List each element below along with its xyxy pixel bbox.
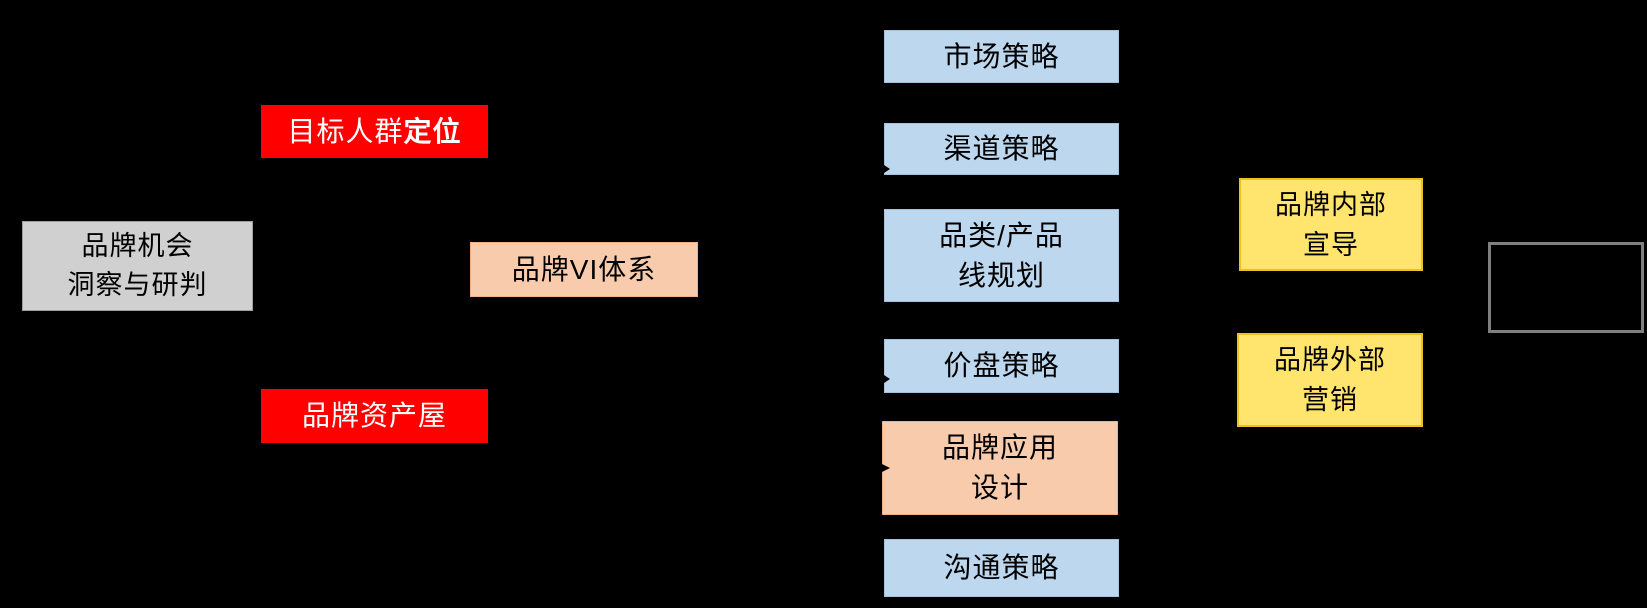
connector-arrowhead-icon [881, 373, 890, 385]
node-brand-opportunity-insight: 品牌机会 洞察与研判 [22, 221, 253, 311]
node-label-line: 品类/产品 [939, 219, 1064, 251]
node-label-line: 品牌外部 [1274, 345, 1386, 375]
node-label-line: 宣导 [1303, 229, 1359, 260]
node-label-line: 洞察与研判 [67, 270, 208, 300]
node-empty-placeholder [1488, 242, 1644, 333]
node-channel-strategy: 渠道策略 [884, 123, 1119, 175]
node-target-audience-positioning: 目标人群定位 [261, 105, 488, 158]
node-label-bold: 定位 [403, 115, 462, 147]
node-label-regular: 目标人群 [287, 115, 404, 147]
node-price-strategy: 价盘策略 [884, 339, 1119, 393]
node-brand-internal-advocacy: 品牌内部 宣导 [1239, 178, 1423, 271]
node-label: 价盘策略 [943, 350, 1060, 381]
node-label-line: 设计 [970, 472, 1029, 503]
node-brand-asset-house: 品牌资产屋 [261, 389, 488, 443]
node-category-product-line-planning: 品类/产品 线规划 [884, 209, 1119, 302]
node-brand-application-design: 品牌应用 设计 [882, 421, 1118, 515]
node-brand-vi-system: 品牌VI体系 [470, 242, 698, 297]
node-brand-external-marketing: 品牌外部 营销 [1237, 333, 1423, 427]
node-label-line: 线规划 [957, 259, 1045, 291]
node-label: 品牌资产屋 [301, 400, 447, 431]
node-label-line: 品牌应用 [941, 432, 1058, 463]
node-market-strategy: 市场策略 [884, 30, 1119, 83]
node-label: 沟通策略 [943, 552, 1060, 583]
node-label: 渠道策略 [943, 133, 1060, 164]
node-label-line: 营销 [1302, 385, 1358, 415]
node-label-line: 品牌机会 [81, 231, 194, 261]
node-label-line: 品牌内部 [1275, 189, 1387, 220]
node-label: 市场策略 [943, 40, 1060, 72]
node-label: 品牌VI体系 [511, 253, 657, 285]
connector-arrowhead-icon [881, 163, 890, 175]
node-communication-strategy: 沟通策略 [884, 539, 1119, 597]
connector-arrowhead-icon [874, 460, 890, 476]
node-label: 目标人群定位 [287, 112, 461, 152]
